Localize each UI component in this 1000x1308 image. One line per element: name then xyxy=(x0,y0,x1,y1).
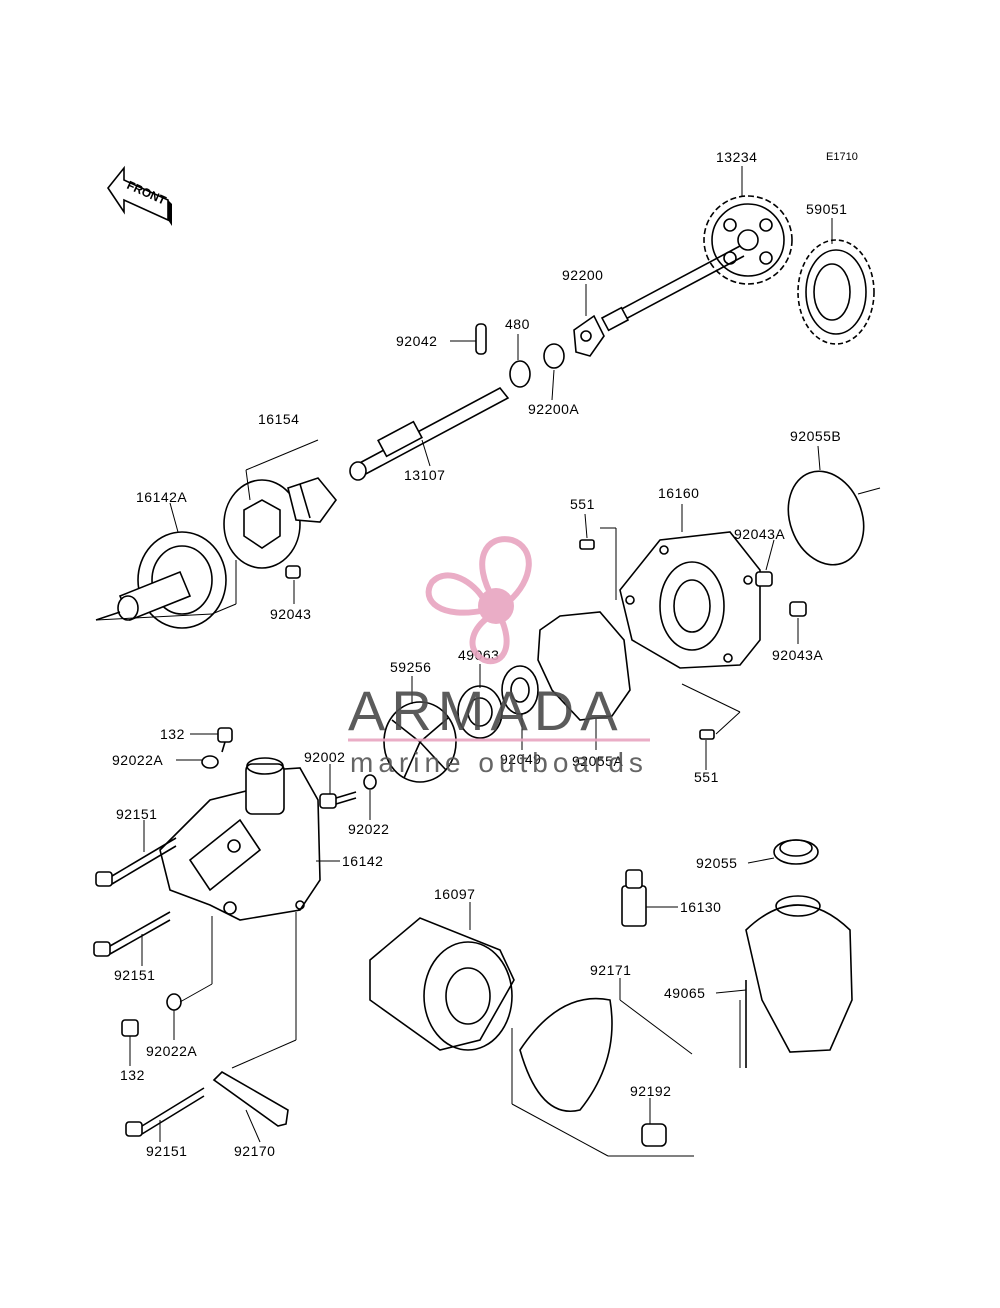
label-92022A-lower: 92022A xyxy=(146,1043,197,1059)
bracket-92170 xyxy=(212,1071,289,1127)
o-ring-92055B xyxy=(787,470,865,566)
washer-92200A xyxy=(543,343,565,369)
label-132-lower: 132 xyxy=(120,1067,145,1083)
bolt-92151-upper xyxy=(95,837,177,887)
upper-shaft xyxy=(600,245,745,332)
housing-49065 xyxy=(745,895,853,1068)
watermark-subtitle: marine outboards xyxy=(350,747,648,778)
impeller-59256 xyxy=(383,701,457,783)
label-92043A-upper: 92043A xyxy=(734,526,785,542)
front-arrow-icon: FRONT xyxy=(107,165,172,226)
label-92002: 92002 xyxy=(304,749,345,765)
label-92055B: 92055B xyxy=(790,428,841,444)
pin-92042 xyxy=(475,323,487,355)
label-92200: 92200 xyxy=(562,267,603,283)
band-92171 xyxy=(519,997,613,1112)
seal-92049 xyxy=(501,665,539,715)
leader-lines xyxy=(95,166,833,1157)
label-132-upper: 132 xyxy=(160,726,185,742)
watermark: ARMADA marine outboards xyxy=(348,536,650,778)
label-92043: 92043 xyxy=(270,606,311,622)
dowel-92043A-1 xyxy=(755,571,773,587)
label-92043A-lower: 92043A xyxy=(772,647,823,663)
bolt-92151-middle xyxy=(93,911,171,957)
plate-92200 xyxy=(573,314,605,357)
pin-551-1 xyxy=(579,539,595,550)
label-92192: 92192 xyxy=(630,1083,671,1099)
water-pump-housing-16142 xyxy=(159,757,321,921)
label-92055: 92055 xyxy=(696,855,737,871)
cap-92192 xyxy=(641,1123,667,1147)
housing-16142A xyxy=(95,531,227,629)
cover-16160 xyxy=(619,531,761,669)
label-92151-lower: 92151 xyxy=(146,1143,187,1159)
pump-shaft-13107 xyxy=(349,386,510,481)
label-92151-upper: 92151 xyxy=(116,806,157,822)
washer-92022 xyxy=(363,774,377,790)
label-16154: 16154 xyxy=(258,411,299,427)
label-16160: 16160 xyxy=(658,485,699,501)
label-92170: 92170 xyxy=(234,1143,275,1159)
label-92042: 92042 xyxy=(396,333,437,349)
label-92022A-upper: 92022A xyxy=(112,752,163,768)
label-59051: 59051 xyxy=(806,201,847,217)
rotor-16154 xyxy=(223,477,338,569)
oil-filter-16097 xyxy=(369,917,515,1051)
label-480: 480 xyxy=(505,316,530,332)
label-92022: 92022 xyxy=(348,821,389,837)
diagram-code: E1710 xyxy=(826,151,858,163)
bolt-92151-lower xyxy=(125,1087,205,1137)
dowel-92043A-2 xyxy=(789,601,807,617)
washer-92022A-lower xyxy=(166,993,182,1011)
label-13107: 13107 xyxy=(404,467,445,483)
label-16097: 16097 xyxy=(434,886,475,902)
label-59256: 59256 xyxy=(390,659,431,675)
circlip-480 xyxy=(509,360,531,388)
plug-92055 xyxy=(773,839,819,865)
label-551-lower: 551 xyxy=(694,769,719,785)
part-labels: 13234 59051 92200 480 92042 92200A 16154… xyxy=(112,149,847,1159)
label-16142A: 16142A xyxy=(136,489,187,505)
label-92151-middle: 92151 xyxy=(114,967,155,983)
label-13234: 13234 xyxy=(716,149,757,165)
propeller-logo-icon xyxy=(425,536,532,665)
bolt-132-lower xyxy=(121,1019,139,1037)
label-16142: 16142 xyxy=(342,853,383,869)
gasket-92055A xyxy=(537,611,631,721)
bolt-132-upper xyxy=(217,727,233,753)
label-92055A: 92055A xyxy=(572,753,623,769)
dowel-92043 xyxy=(285,565,301,579)
bolt-92002 xyxy=(319,791,357,809)
label-92049: 92049 xyxy=(500,751,541,767)
fitting-16130 xyxy=(621,869,647,927)
watermark-title: ARMADA xyxy=(348,679,624,742)
label-551-upper: 551 xyxy=(570,496,595,512)
label-16130: 16130 xyxy=(680,899,721,915)
pin-551-2 xyxy=(699,729,715,740)
label-92171: 92171 xyxy=(590,962,631,978)
washer-92022A-upper xyxy=(201,755,219,769)
label-49065: 49065 xyxy=(664,985,705,1001)
gear-59051 xyxy=(797,239,875,345)
label-92200A: 92200A xyxy=(528,401,579,417)
